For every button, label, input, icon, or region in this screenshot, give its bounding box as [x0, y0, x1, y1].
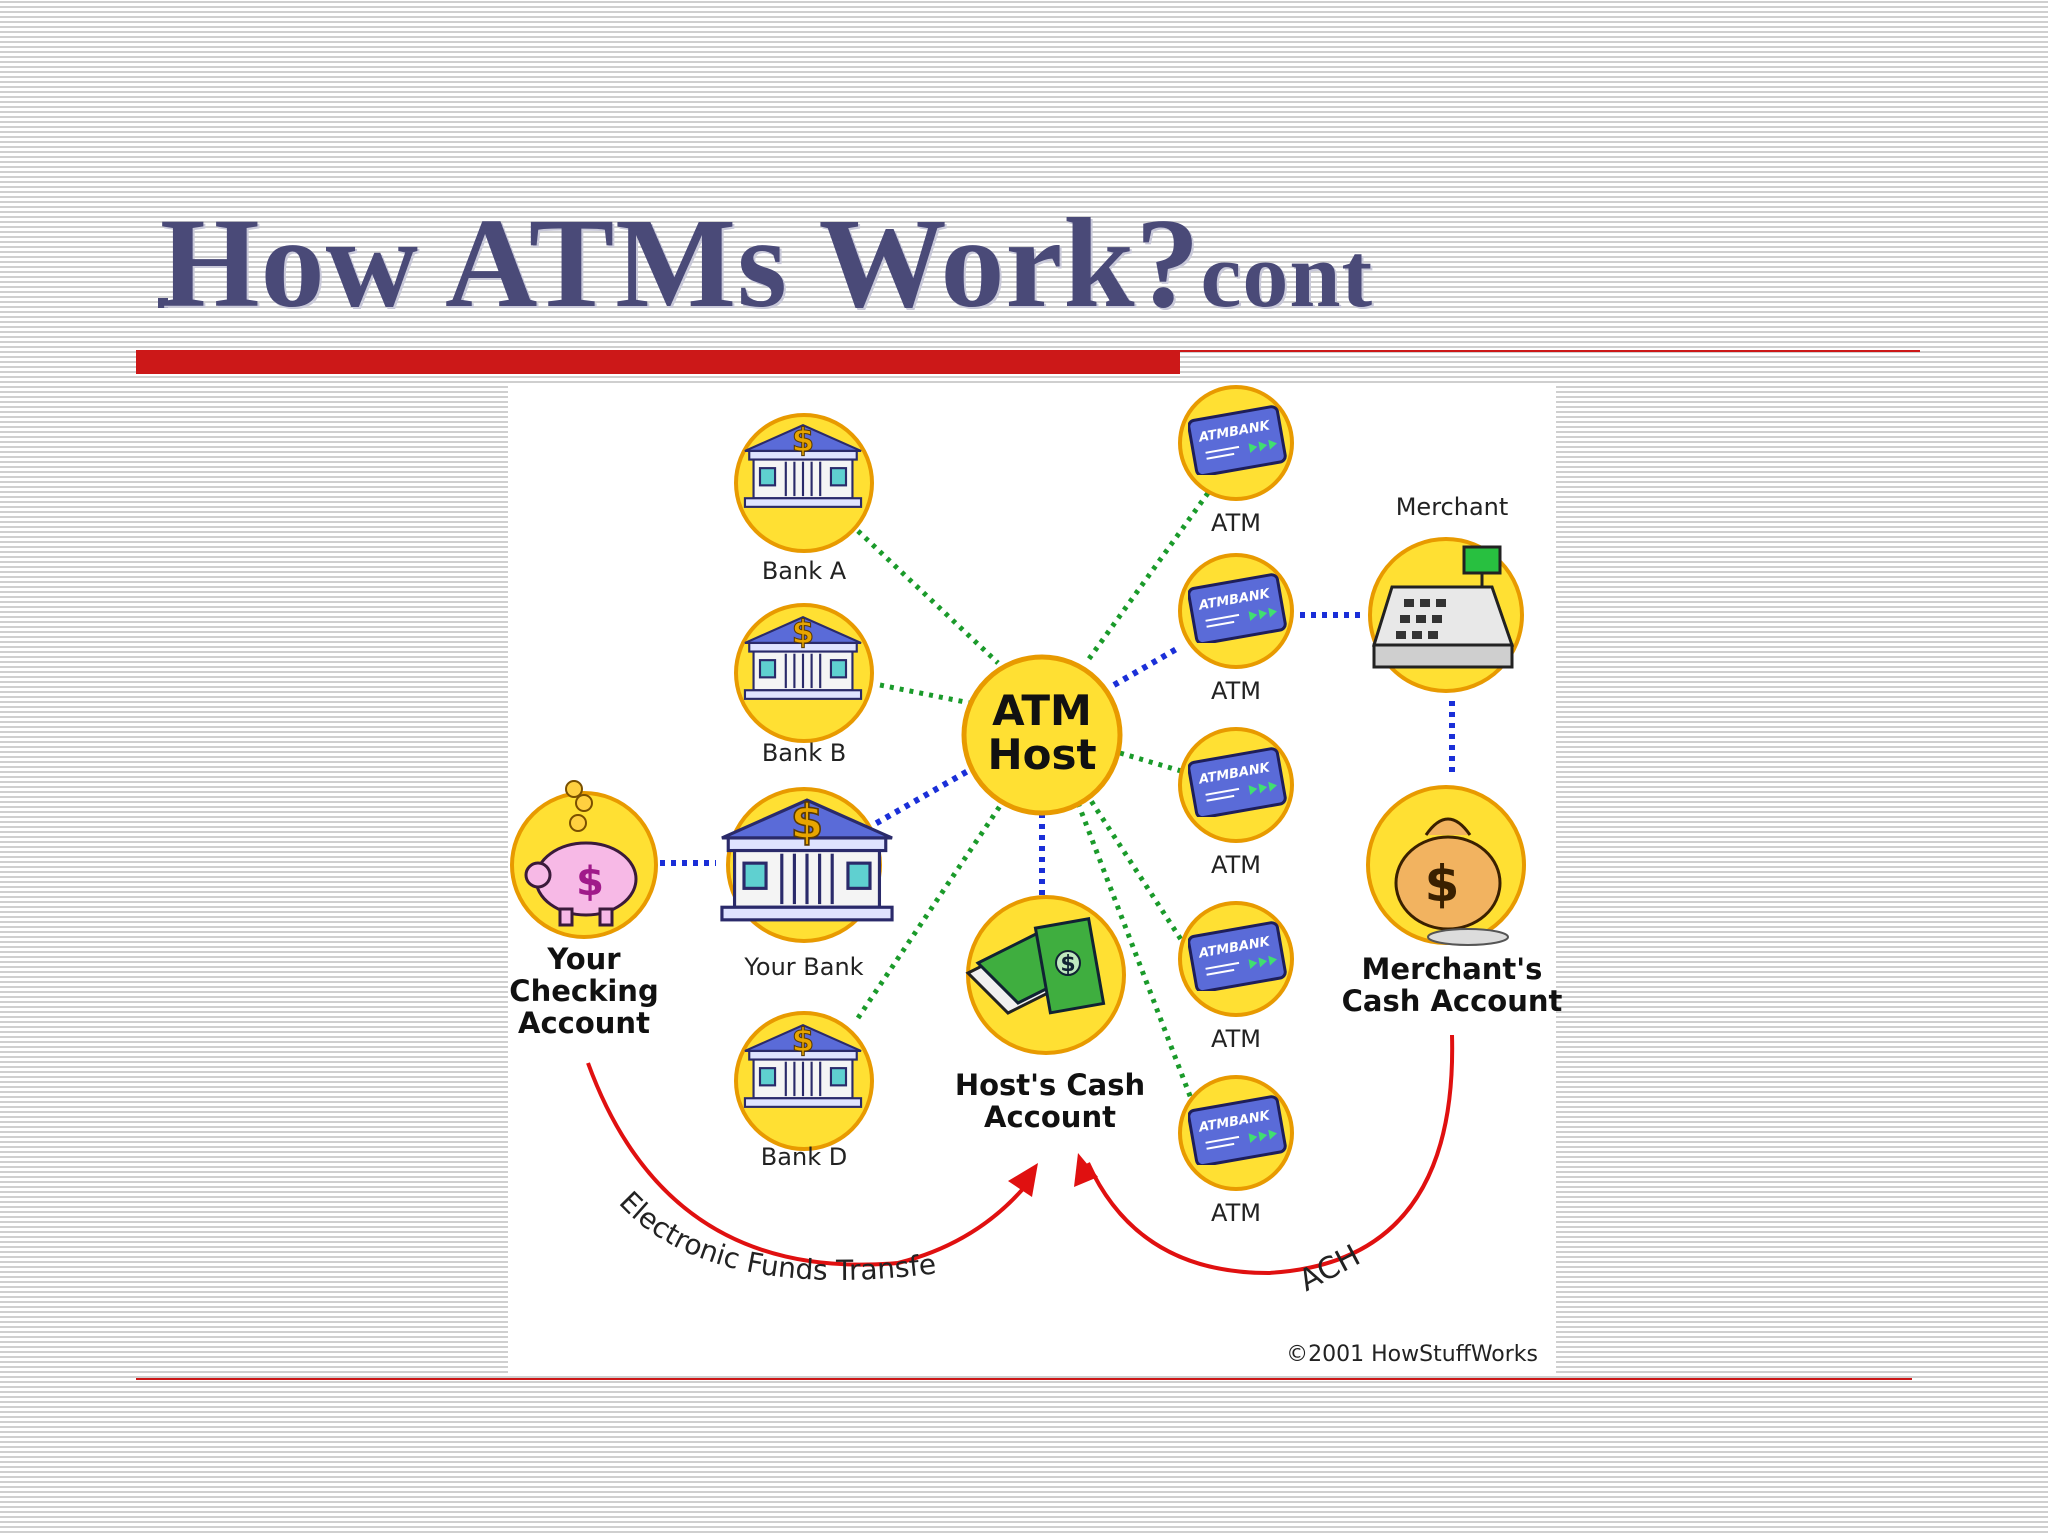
slide-title: How ATMs Work?cont [160, 190, 1373, 337]
bank-d-label: Bank D [760, 1143, 848, 1171]
title-main: How ATMs Work? [160, 192, 1201, 334]
svg-text:$: $ [1425, 855, 1460, 913]
atm-4-icon [1178, 901, 1294, 1017]
svg-text:$: $ [1060, 952, 1075, 977]
bank-b-icon [734, 603, 874, 743]
merchant-cash-account-label: Merchant's Cash Account [1341, 952, 1563, 1018]
atm-2-label: ATM [1211, 677, 1261, 705]
atm-5-label: ATM [1211, 1199, 1261, 1227]
bank-a-label: Bank A [761, 557, 847, 585]
bank-a-icon [734, 413, 874, 553]
atm-3-icon [1178, 727, 1294, 843]
atm-host-node [961, 654, 1123, 816]
cash-register-icon [1368, 537, 1524, 693]
atm-1-label: ATM [1211, 509, 1261, 537]
atm-3-label: ATM [1211, 851, 1261, 879]
copyright-text: ©2001 HowStuffWorks [1286, 1342, 1538, 1367]
atm-4-label: ATM [1211, 1025, 1261, 1053]
money-stack-icon: $ [965, 895, 1126, 1055]
atm-network-diagram: $ ATMBANK [508, 383, 1562, 1375]
checking-account-label: Your Checking Account [509, 942, 659, 1040]
your-bank-label: Your Bank [744, 953, 864, 981]
atm-host-line2: Host [987, 730, 1097, 779]
atm-5-icon [1178, 1075, 1294, 1191]
ach-arrow [1074, 1034, 1455, 1276]
bank-b-label: Bank B [761, 739, 847, 767]
atm-host-label: ATM Host [987, 689, 1096, 777]
atm-host-line1: ATM [992, 686, 1092, 735]
merchant-label: Merchant [1395, 493, 1509, 521]
atm-1-icon [1178, 385, 1294, 501]
footer-rule [136, 1378, 1912, 1380]
title-suffix: cont [1200, 224, 1374, 326]
piggy-bank-icon: $ [510, 780, 658, 939]
atm-2-icon [1178, 553, 1294, 669]
your-bank-icon [720, 787, 894, 943]
title-bullet [158, 298, 168, 308]
title-underline-thin [1180, 350, 1920, 352]
money-bag-icon: $ [1366, 785, 1526, 946]
svg-text:$: $ [576, 859, 604, 905]
title-underline-thick [136, 350, 1180, 374]
host-cash-account-label: Host's Cash Account [954, 1068, 1146, 1134]
bank-d-icon [734, 1011, 874, 1151]
eft-arrow [586, 1062, 1038, 1267]
